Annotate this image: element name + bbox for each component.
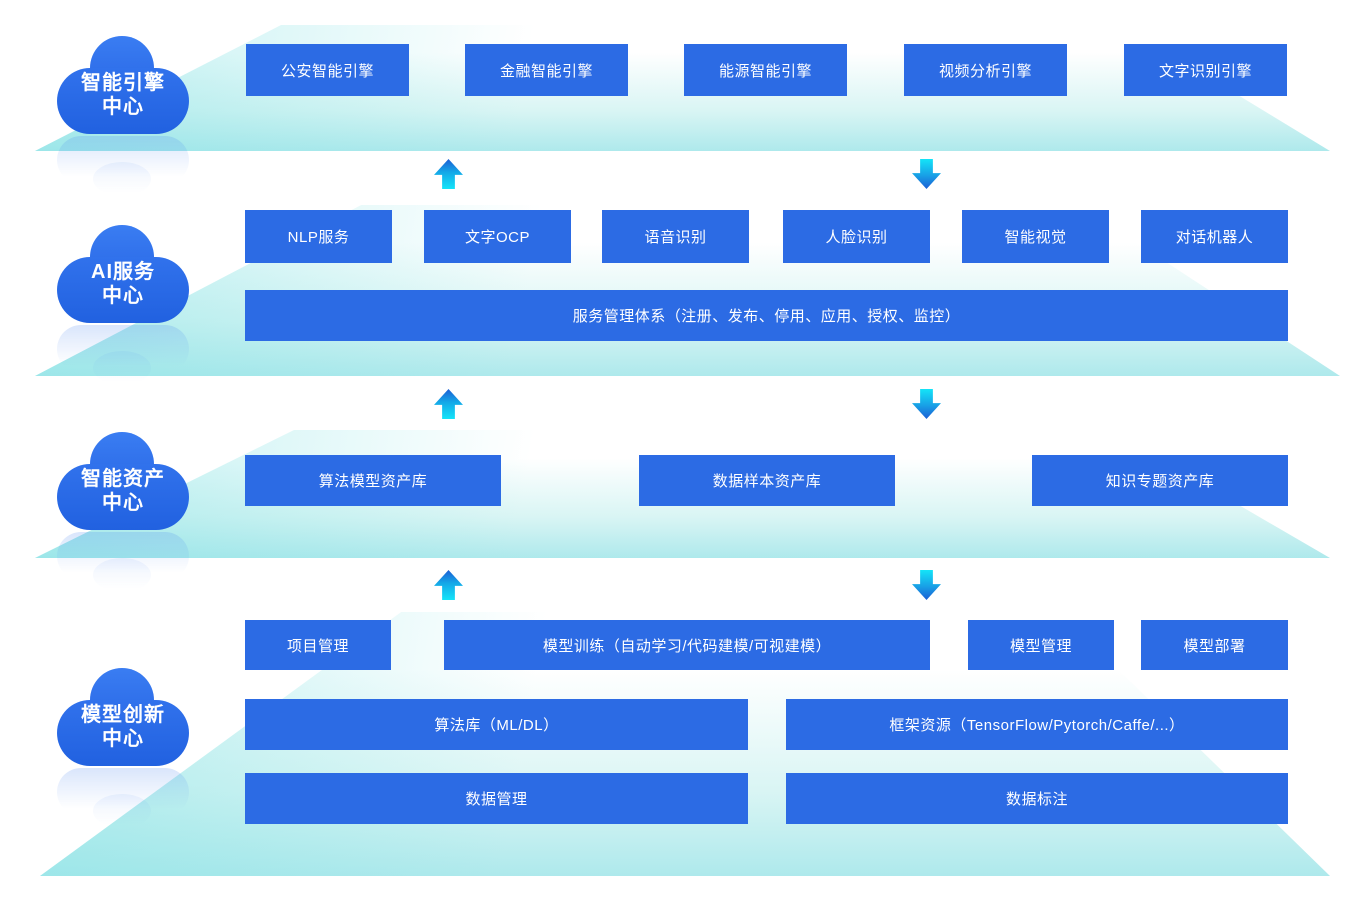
box-model-management: 模型管理 [968, 620, 1114, 670]
box-text-ocp: 文字OCP [424, 210, 571, 263]
cloud-label-line2: 中心 [102, 728, 144, 750]
cloud-label: 智能资产 中心 [57, 452, 189, 530]
arrow-down-icon [912, 159, 941, 189]
box-energy-ai-engine: 能源智能引擎 [684, 44, 847, 96]
cloud-body-shape [57, 68, 189, 134]
box-data-sample-asset-repo: 数据样本资产库 [639, 455, 895, 506]
bar-service-management-system: 服务管理体系（注册、发布、停用、应用、授权、监控） [245, 290, 1288, 341]
cloud-label-line1: 智能引擎 [81, 72, 165, 94]
cloud-body-shape [57, 257, 189, 323]
box-intelligent-vision: 智能视觉 [962, 210, 1109, 263]
box-speech-recognition: 语音识别 [602, 210, 749, 263]
box-nlp-service: NLP服务 [245, 210, 392, 263]
arrow-up-icon [434, 159, 463, 189]
box-model-training: 模型训练（自动学习/代码建模/可视建模） [444, 620, 930, 670]
cloud-label: AI服务 中心 [57, 245, 189, 323]
box-text-recognition-engine: 文字识别引擎 [1124, 44, 1287, 96]
bar-algorithm-library: 算法库（ML/DL） [245, 699, 748, 750]
cloud-label-line1: 模型创新 [81, 704, 165, 726]
arrow-up-icon [434, 570, 463, 600]
cloud-body-shape [57, 700, 189, 766]
box-face-recognition: 人脸识别 [783, 210, 930, 263]
cloud-body-shape [57, 464, 189, 530]
cloud-label: 智能引擎 中心 [57, 56, 189, 134]
box-chatbot: 对话机器人 [1141, 210, 1288, 263]
cloud-label-line2: 中心 [102, 492, 144, 514]
cloud-intelligent-asset-center: 智能资产 中心 [57, 432, 189, 530]
cloud-intelligent-engine-center: 智能引擎 中心 [57, 36, 189, 134]
arrow-up-icon [434, 389, 463, 419]
box-project-management: 项目管理 [245, 620, 391, 670]
box-finance-ai-engine: 金融智能引擎 [465, 44, 628, 96]
cloud-label-line2: 中心 [102, 96, 144, 118]
cloud-label: 模型创新 中心 [57, 688, 189, 766]
box-knowledge-topic-asset-repo: 知识专题资产库 [1032, 455, 1288, 506]
arrow-down-icon [912, 389, 941, 419]
arrow-down-icon [912, 570, 941, 600]
bar-framework-resources: 框架资源（TensorFlow/Pytorch/Caffe/...） [786, 699, 1288, 750]
cloud-label-line2: 中心 [102, 285, 144, 307]
box-model-deployment: 模型部署 [1141, 620, 1288, 670]
box-algorithm-model-asset-repo: 算法模型资产库 [245, 455, 501, 506]
bar-data-annotation: 数据标注 [786, 773, 1288, 824]
box-public-security-ai-engine: 公安智能引擎 [246, 44, 409, 96]
cloud-model-innovation-center: 模型创新 中心 [57, 668, 189, 766]
bar-data-management: 数据管理 [245, 773, 748, 824]
cloud-label-line1: 智能资产 [81, 468, 165, 490]
cloud-label-line1: AI服务 [91, 261, 155, 283]
cloud-ai-service-center: AI服务 中心 [57, 225, 189, 323]
box-video-analysis-engine: 视频分析引擎 [904, 44, 1067, 96]
